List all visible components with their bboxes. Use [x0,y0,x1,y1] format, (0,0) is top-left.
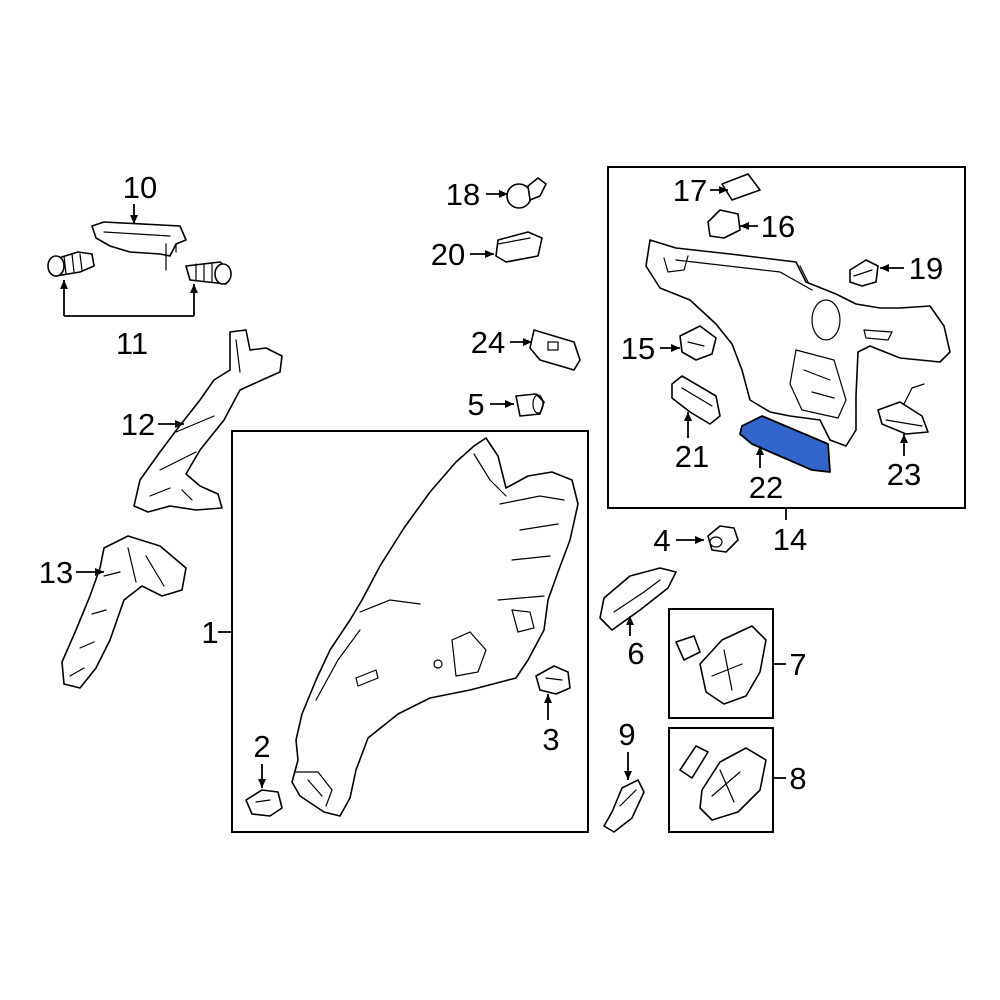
part-10-bracket[interactable] [91,221,187,271]
callout-14[interactable]: 14 [773,522,807,557]
part-4-grommet[interactable] [707,525,739,553]
callout-4[interactable]: 4 [653,523,670,558]
callout-labels: 10 11 12 13 1 2 3 18 20 24 5 17 16 19 15… [39,170,943,796]
part-8-cover[interactable] [679,745,767,821]
part-12-pillar-bracket[interactable] [133,329,283,513]
callout-18[interactable]: 18 [446,177,480,212]
part-13-lower-bracket[interactable] [61,535,187,689]
part-22-trim-panel-highlighted[interactable] [739,415,831,473]
callout-15[interactable]: 15 [621,331,655,366]
callout-3[interactable]: 3 [542,722,559,757]
callout-16[interactable]: 16 [761,209,795,244]
part-7-cover[interactable] [675,625,767,705]
callout-10[interactable]: 10 [123,170,157,205]
callout-5[interactable]: 5 [467,387,484,422]
callout-6[interactable]: 6 [627,636,644,671]
part-6-bezel[interactable] [599,567,677,631]
part-20-block[interactable] [495,231,543,263]
callout-2[interactable]: 2 [253,729,270,764]
callout-24[interactable]: 24 [471,325,505,360]
part-11-bolt-right[interactable] [185,261,232,285]
callout-13[interactable]: 13 [39,555,73,590]
group-frame-part-8 [668,727,774,833]
callout-22[interactable]: 22 [749,470,783,505]
part-3-clip[interactable] [535,665,571,695]
part-16-clip[interactable] [707,209,741,239]
part-5-cap[interactable] [515,393,545,417]
callout-23[interactable]: 23 [887,457,921,492]
callout-12[interactable]: 12 [121,407,155,442]
part-24-plate[interactable] [529,329,581,371]
part-23-lamp[interactable] [877,383,929,435]
callout-9[interactable]: 9 [618,717,635,752]
part-21-handle[interactable] [671,375,721,425]
part-18-push-pin[interactable] [506,177,547,209]
callout-11[interactable]: 11 [116,326,148,361]
part-11-bolt-left[interactable] [47,251,95,277]
part-17-pad[interactable] [721,173,761,201]
callout-1[interactable]: 1 [201,615,218,650]
callout-19[interactable]: 19 [909,251,943,286]
part-14-trim-panel[interactable] [645,239,951,447]
callout-8[interactable]: 8 [789,761,806,796]
callout-20[interactable]: 20 [431,237,465,272]
leader-lines [60,186,908,788]
part-1-quarter-panel[interactable] [291,437,579,817]
part-2-clip[interactable] [245,789,283,817]
callout-21[interactable]: 21 [675,439,709,474]
part-9-lamp[interactable] [603,779,645,833]
part-19-push-pin[interactable] [849,259,879,287]
callout-7[interactable]: 7 [789,647,806,682]
part-15-clip[interactable] [679,325,717,361]
callout-17[interactable]: 17 [673,173,707,208]
